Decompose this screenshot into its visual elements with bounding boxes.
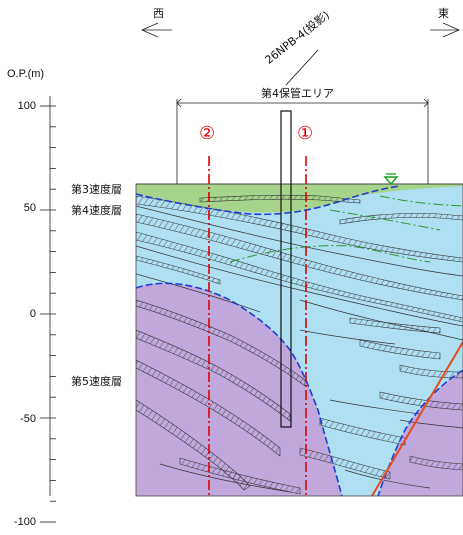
layer-5-label: 第5速度層 bbox=[71, 375, 122, 388]
compass-east-label: 東 bbox=[438, 7, 449, 20]
compass-west-label: 西 bbox=[153, 7, 164, 20]
borehole-leader bbox=[285, 49, 319, 86]
water-level-icon bbox=[383, 173, 399, 186]
fault-line bbox=[371, 341, 463, 496]
axis-tick-label: -50 bbox=[20, 413, 36, 425]
borehole-column bbox=[280, 110, 292, 428]
storage-area-dimension bbox=[176, 98, 429, 184]
section-body bbox=[136, 184, 463, 496]
section-label-1: ① bbox=[297, 123, 314, 144]
axis-unit-label: O.P.(m) bbox=[7, 68, 45, 80]
axis-tick-label: 50 bbox=[23, 202, 36, 214]
green-dashdot-lines bbox=[229, 195, 463, 263]
storage-area-label: 第4保管エリア bbox=[261, 87, 334, 100]
bedding-lines bbox=[136, 205, 463, 493]
elevation-axis bbox=[40, 96, 56, 523]
east-arrow-icon bbox=[430, 22, 460, 38]
hatched-beds bbox=[136, 194, 463, 495]
axis-tick-label: -100 bbox=[13, 516, 36, 528]
axis-tick-label: 100 bbox=[17, 100, 36, 112]
west-arrow-icon bbox=[141, 22, 172, 38]
axis-ticks bbox=[40, 105, 56, 523]
axis-tick-label: 0 bbox=[29, 308, 36, 320]
layer-3-label: 第3速度層 bbox=[71, 183, 122, 196]
section-label-2: ② bbox=[199, 123, 216, 144]
layer-4-label: 第4速度層 bbox=[71, 204, 122, 217]
